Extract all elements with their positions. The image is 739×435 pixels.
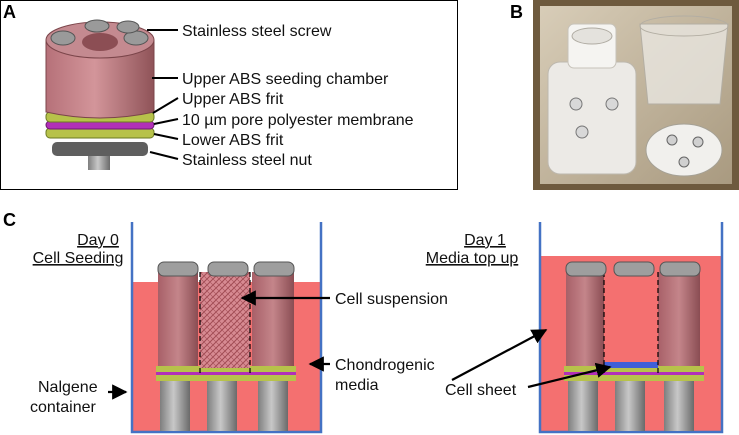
- label-cell-suspension: Cell suspension: [335, 291, 448, 308]
- day0-membrane: [156, 372, 296, 375]
- photo-cup-rim: [639, 15, 729, 37]
- photo-clear-cup: [639, 23, 729, 105]
- day0-screw-left: [160, 373, 190, 431]
- device-photograph: [533, 0, 739, 190]
- photo-filter-top: [571, 27, 613, 45]
- day0-cap-right: [253, 261, 295, 277]
- photo-disc-screw-1: [666, 134, 678, 146]
- panel-c-label: C: [3, 210, 16, 230]
- photo-disc-screw-3: [678, 156, 690, 168]
- label-upper-frit: Upper ABS frit: [182, 91, 284, 108]
- label-cell-sheet: Cell sheet: [445, 382, 517, 399]
- photo-disc-screw-2: [692, 136, 704, 148]
- panel-a-leader-lines: [147, 29, 179, 160]
- day0-column-left: [158, 272, 198, 366]
- day1-lower-frit: [564, 375, 704, 381]
- day1-day: Day 1: [464, 232, 506, 249]
- arrow-day1-media: [451, 329, 548, 381]
- leader-upper-frit: [152, 97, 179, 114]
- label-chondrogenic-2: media: [335, 377, 379, 394]
- label-nalgene-2: container: [30, 399, 96, 416]
- day1-scene: [538, 222, 724, 434]
- photo-assembled-device: [547, 61, 637, 175]
- photo-screw-1: [569, 97, 583, 111]
- day0-column-right: [252, 272, 294, 366]
- day1-upper-frit: [564, 366, 704, 372]
- panel-c-arrows: [108, 290, 612, 400]
- label-upper-chamber: Upper ABS seeding chamber: [182, 71, 389, 88]
- day0-suspension-hatch: [200, 272, 250, 368]
- day1-column-right: [658, 272, 700, 366]
- label-nalgene-1: Nalgene: [38, 379, 98, 396]
- day0-cap-left: [157, 261, 199, 277]
- screw-head-left: [50, 30, 76, 46]
- screw-head-back-right: [116, 20, 140, 34]
- leader-membrane: [153, 118, 179, 125]
- day0-screw-right: [258, 373, 288, 431]
- chamber-opening: [82, 33, 118, 51]
- day0-screw-mid: [207, 373, 237, 431]
- bioreactor-3d-model: [45, 19, 155, 170]
- leader-nut: [149, 151, 179, 160]
- label-screw: Stainless steel screw: [182, 23, 332, 40]
- day1-screw-left: [568, 373, 598, 431]
- day0-lower-frit: [156, 375, 296, 381]
- day1-stage: Media top up: [426, 250, 519, 267]
- day1-membrane: [564, 372, 704, 375]
- photo-frit-disc: [645, 123, 723, 177]
- photo-screw-2: [605, 97, 619, 111]
- label-lower-frit: Lower ABS frit: [182, 132, 284, 149]
- day0-scene: [130, 222, 323, 434]
- label-membrane: 10 µm pore polyester membrane: [182, 112, 414, 129]
- day1-cap-mid: [613, 261, 655, 277]
- day1-screw-right: [664, 373, 694, 431]
- leader-lower-frit: [153, 133, 179, 140]
- day0-stage: Cell Seeding: [33, 250, 124, 267]
- day0-upper-frit: [156, 366, 296, 372]
- day0-cap-mid: [207, 261, 249, 277]
- panel-a-label: A: [3, 2, 16, 22]
- day1-screw-mid: [615, 373, 645, 431]
- day1-cap-left: [565, 261, 607, 277]
- photo-screw-3: [575, 125, 589, 139]
- day1-container: [538, 222, 724, 434]
- day1-column-left: [566, 272, 604, 366]
- day1-cell-sheet: [604, 362, 658, 368]
- label-chondrogenic-1: Chondrogenic: [335, 357, 435, 374]
- label-nut: Stainless steel nut: [182, 152, 312, 169]
- screw-head-back: [84, 19, 110, 33]
- day0-container: [130, 222, 323, 434]
- day1-cap-right: [659, 261, 701, 277]
- day0-day: Day 0: [77, 232, 119, 249]
- arrow-cell-sheet: [527, 362, 612, 389]
- panel-b-label: B: [510, 2, 523, 22]
- base-plate: [52, 142, 148, 156]
